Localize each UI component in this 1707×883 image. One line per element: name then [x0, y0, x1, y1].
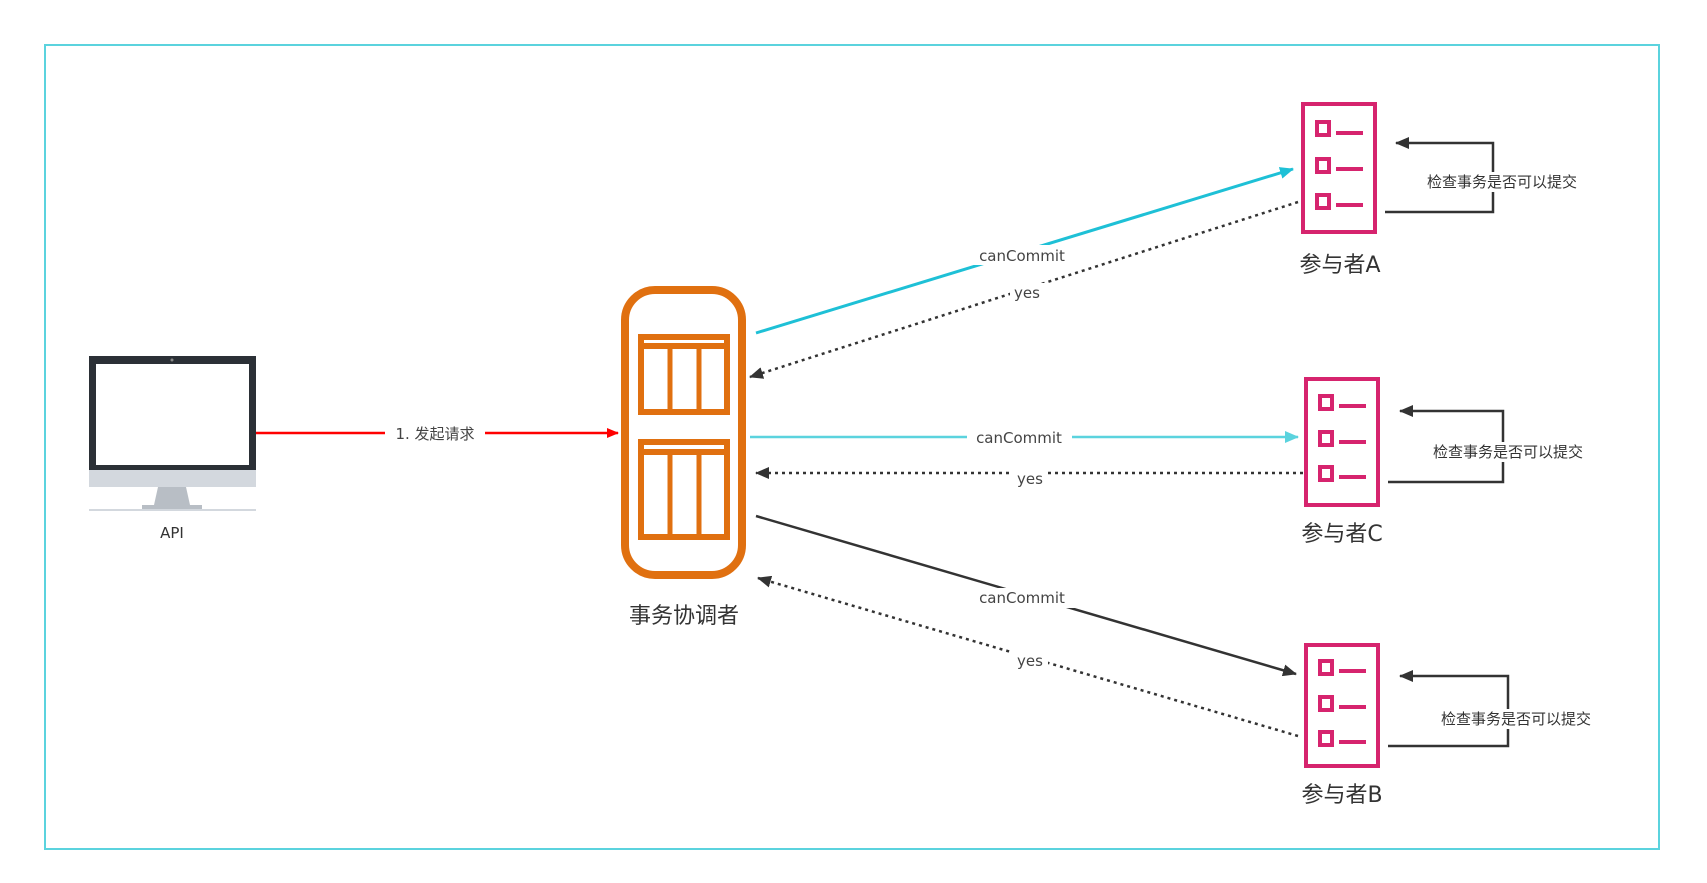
commit-edge-c: canCommit — [750, 429, 1299, 447]
reply-edge-c: yes — [755, 467, 1303, 489]
client-label: API — [160, 524, 184, 542]
participant-b-node: 参与者B 检查事务是否可以提交 — [1301, 643, 1636, 808]
participant-b-label: 参与者B — [1301, 783, 1382, 808]
reply-label-c: yes — [1017, 470, 1043, 488]
diagram-frame — [44, 44, 1660, 850]
participant-a-node: 参与者A 检查事务是否可以提交 — [1299, 102, 1622, 278]
commit-label-c: canCommit — [976, 429, 1062, 447]
commit-label-b: canCommit — [979, 589, 1065, 607]
self-check-loop-c: 检查事务是否可以提交 — [1388, 405, 1628, 484]
checklist-icon — [1301, 102, 1377, 234]
coordinator-label: 事务协调者 — [629, 604, 739, 629]
self-check-loop-a: 检查事务是否可以提交 — [1385, 137, 1622, 214]
participant-a-label: 参与者A — [1299, 253, 1380, 278]
request-label: 1. 发起请求 — [395, 425, 474, 443]
reply-label-a: yes — [1014, 284, 1040, 302]
check-label-b: 检查事务是否可以提交 — [1441, 710, 1591, 728]
participant-c-node: 参与者C 检查事务是否可以提交 — [1301, 377, 1628, 547]
reply-label-b: yes — [1017, 652, 1043, 670]
self-check-loop-b: 检查事务是否可以提交 — [1388, 670, 1636, 748]
reply-edge-a: yes — [749, 200, 1299, 379]
check-label-a: 检查事务是否可以提交 — [1427, 173, 1577, 191]
reply-edge-b: yes — [757, 575, 1299, 738]
checklist-icon — [1304, 377, 1380, 507]
commit-edge-b: canCommit — [755, 514, 1297, 677]
coordinator-node: 事务协调者 — [621, 286, 746, 629]
check-label-c: 检查事务是否可以提交 — [1433, 443, 1583, 461]
client-node: API — [89, 356, 256, 542]
desktop-monitor-icon — [89, 356, 256, 511]
commit-label-a: canCommit — [979, 247, 1065, 265]
commit-edge-a: canCommit — [755, 167, 1294, 335]
participant-c-label: 参与者C — [1301, 522, 1382, 547]
checklist-icon — [1304, 643, 1380, 768]
request-edge: 1. 发起请求 — [256, 422, 619, 444]
database-table-icon — [621, 286, 746, 579]
